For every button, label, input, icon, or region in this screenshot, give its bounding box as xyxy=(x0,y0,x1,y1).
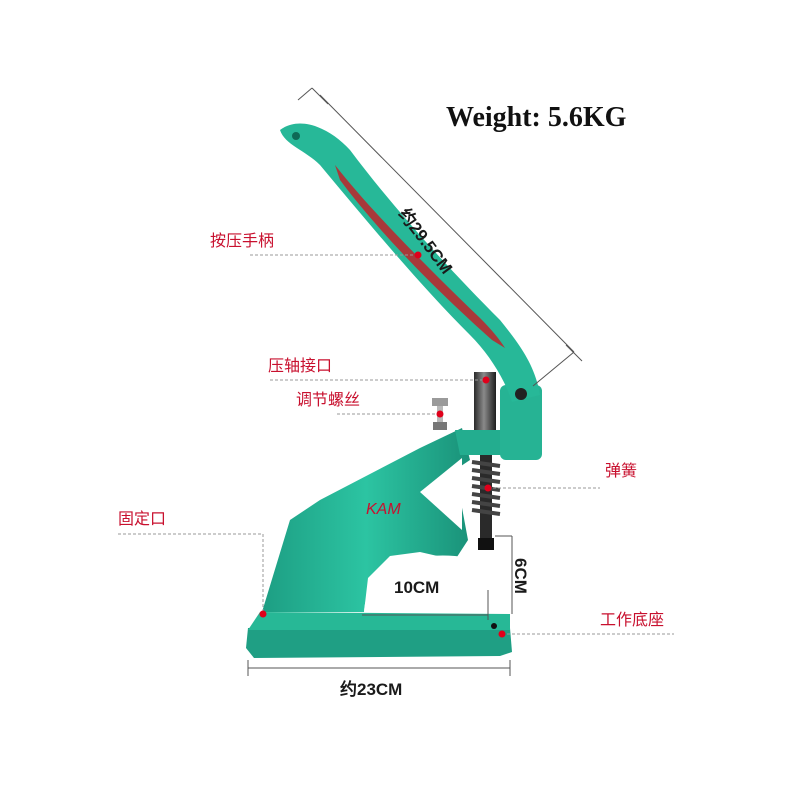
frame-window xyxy=(420,458,462,530)
dot-fixing-hole xyxy=(259,610,267,618)
brand-logo: KAM xyxy=(366,501,401,518)
c-frame-body xyxy=(262,428,470,612)
work-base-plate xyxy=(246,628,512,658)
dimension-lines xyxy=(247,87,583,676)
dim-throat-depth: 10CM xyxy=(394,578,440,597)
callout-work-base: 工作底座 xyxy=(600,612,665,629)
handle-hole xyxy=(292,132,300,140)
throat-opening xyxy=(364,555,490,612)
adjust-screw-head xyxy=(432,398,448,406)
weight-heading: Weight: 5.6KG xyxy=(446,102,627,133)
pivot-bolt xyxy=(515,388,527,400)
work-base-top xyxy=(248,612,510,630)
dot-press-handle xyxy=(414,251,422,259)
dot-shaft-interface xyxy=(482,376,490,384)
press-shaft xyxy=(474,372,496,430)
dot-adjust-screw xyxy=(436,410,444,418)
base-hole-right xyxy=(491,623,497,629)
adjust-screw-nut xyxy=(433,422,447,430)
dot-work-base xyxy=(498,630,506,638)
head-housing xyxy=(500,385,542,460)
press-handle xyxy=(280,123,540,403)
leader-lines xyxy=(118,254,674,635)
dot-spring xyxy=(484,484,492,492)
callout-spring: 弹簧 xyxy=(605,463,638,480)
punch-tip xyxy=(478,538,494,550)
callout-press-handle: 按压手柄 xyxy=(210,233,275,250)
dim-stroke-height: 6CM xyxy=(511,558,530,594)
callout-dots xyxy=(259,251,506,638)
dim-base-width: 约23CM xyxy=(340,680,403,699)
punch-rod xyxy=(480,455,492,545)
callout-shaft-interface: 压轴接口 xyxy=(268,358,333,375)
callout-adjust-screw: 调节螺丝 xyxy=(296,392,361,409)
callout-fixing-hole: 固定口 xyxy=(118,511,167,528)
handle-grip xyxy=(335,165,505,348)
